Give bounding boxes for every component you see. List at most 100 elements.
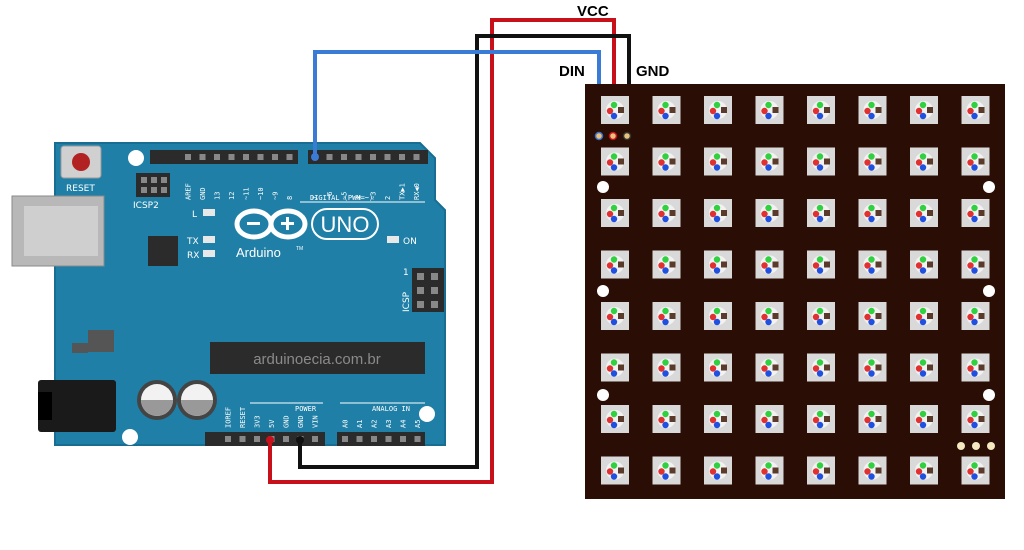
mounting-hole	[128, 150, 144, 166]
led-pixel	[755, 456, 784, 485]
vcc-pad	[608, 131, 618, 141]
led-pixel	[601, 147, 629, 176]
led-pixel	[601, 456, 629, 485]
power-label: POWER	[295, 405, 317, 413]
led-pixel	[601, 199, 629, 227]
matrix-hole	[983, 181, 995, 193]
analog-pin-label: A3	[385, 420, 393, 428]
dc-power-jack	[38, 380, 116, 432]
led-pixel	[652, 353, 681, 382]
power-pin-hole	[239, 436, 246, 442]
on-label: ON	[403, 237, 417, 247]
usb-chip	[148, 236, 178, 266]
mounting-hole	[122, 429, 138, 445]
icsp-header	[412, 268, 444, 312]
din-pad	[594, 131, 604, 141]
power-pin-label: GND	[283, 415, 291, 428]
analog-pin-hole	[414, 436, 421, 442]
analog-pin-label: A4	[400, 420, 408, 428]
led-pixel	[704, 456, 732, 485]
led-pixel	[652, 147, 681, 176]
led-pixel	[755, 96, 784, 124]
led-pixel	[652, 302, 681, 330]
regulator-tab	[72, 343, 88, 353]
led-pixel	[910, 199, 938, 227]
led-pixel	[704, 147, 732, 176]
led-pixel	[961, 353, 990, 382]
led-pixel	[910, 302, 938, 330]
microcontroller-chip	[210, 342, 425, 374]
gnd-wire	[298, 34, 631, 469]
digital-pin-hole	[257, 154, 264, 160]
icsp-label: ICSP	[402, 291, 412, 312]
led-tx-label: TX	[186, 237, 199, 247]
icsp2-label: ICSP2	[133, 201, 159, 211]
power-pin-hole	[254, 436, 260, 442]
analog-pin-label: A5	[414, 420, 422, 428]
led-pixel	[858, 302, 887, 330]
led-pixel	[704, 353, 732, 382]
led-pixel	[910, 96, 938, 124]
logo-tm: TM	[296, 246, 303, 252]
digital-pin-hole	[326, 154, 333, 160]
led-pixel	[961, 405, 990, 433]
power-pin-hole	[312, 436, 318, 442]
digital-pin-label: 8	[286, 196, 294, 200]
led-pixel	[704, 250, 732, 279]
led-pixel	[704, 405, 732, 433]
led-pixel	[601, 353, 629, 382]
led-pixel	[807, 456, 835, 485]
led-pixel	[652, 199, 681, 227]
analog-pin-hole	[371, 436, 377, 442]
digital-pin-label: ~6	[326, 192, 334, 200]
digital-pin-hole	[272, 154, 278, 160]
logo-model: UNO	[321, 212, 370, 237]
digital-label: DIGITAL (PWM=~)	[310, 194, 373, 202]
matrix-hole	[983, 285, 995, 297]
analog-pin-hole	[356, 436, 363, 442]
led-pixel	[652, 96, 681, 124]
digital-pin-label: TX▶1	[399, 183, 407, 200]
vcc-wire	[268, 18, 616, 484]
usb-port-inner	[24, 206, 98, 256]
digital-pin-hole	[199, 154, 206, 160]
led-pixel	[858, 96, 887, 124]
led-pixel	[601, 250, 629, 279]
digital-pin-hole	[384, 154, 391, 160]
led-pixel	[652, 405, 681, 433]
led-pixel	[601, 302, 629, 330]
led-pixel	[910, 456, 938, 485]
power-pin-label: 3V3	[254, 415, 262, 428]
digital-pin-label: 13	[214, 192, 222, 200]
analog-pin-hole	[342, 436, 348, 442]
din-wire	[313, 50, 601, 157]
led-pixel	[807, 302, 835, 330]
led-l-label: L	[192, 210, 197, 220]
arduino-uno-board: RESET ICSP2 arduinoecia.com.br L TX RX O…	[11, 142, 446, 446]
5v-pin-connection	[266, 436, 274, 444]
power-pin-hole	[283, 436, 289, 442]
led-pixel	[807, 147, 835, 176]
led-pixel	[910, 250, 938, 279]
led-pixel	[807, 250, 835, 279]
led-pixel	[652, 456, 681, 485]
analog-pin-hole	[385, 436, 392, 442]
digital-pin-label: ~3	[370, 192, 378, 200]
digital-pin-hole	[214, 154, 220, 160]
digital-pin-hole	[341, 154, 347, 160]
digital-pin-hole	[413, 154, 420, 160]
power-pin-label: 5V	[268, 419, 276, 428]
digital-pin-hole	[243, 154, 249, 160]
led-pixel	[858, 456, 887, 485]
led-pixel	[807, 353, 835, 382]
digital-pin-label: AREF	[185, 183, 193, 200]
digital-pin-hole	[370, 154, 376, 160]
analog-label: ANALOG IN	[372, 405, 410, 413]
digital-pin-label: 12	[228, 192, 236, 200]
led-pixel	[704, 96, 732, 124]
led-pixel	[858, 147, 887, 176]
analog-pin-label: A1	[356, 420, 364, 428]
led-pixel	[910, 353, 938, 382]
